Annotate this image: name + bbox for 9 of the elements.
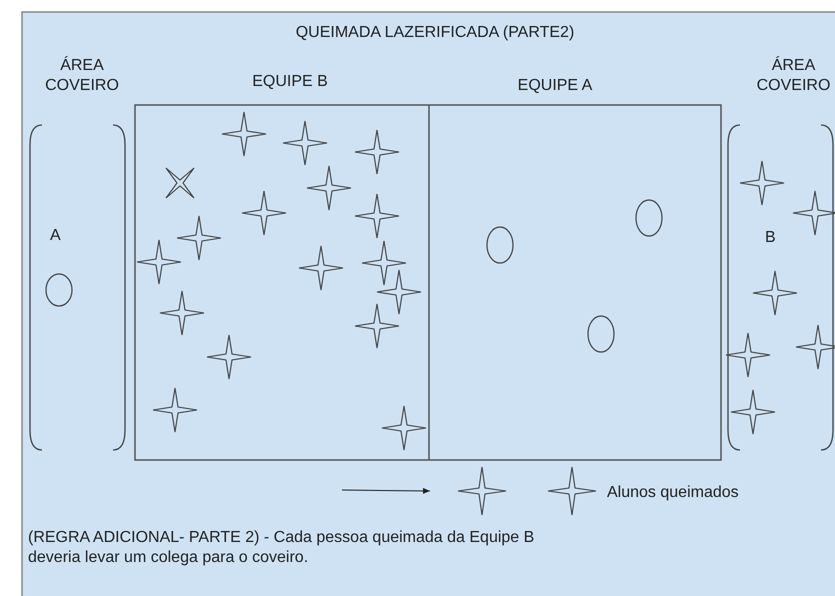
area-label: ÁREA COVEIRO <box>44 56 120 96</box>
diagram-title: QUEIMADA LAZERIFICADA (PARTE2) <box>294 23 576 43</box>
team-label: EQUIPE B <box>251 72 329 92</box>
area-label: ÁREA COVEIRO <box>756 56 832 96</box>
legend-label: Alunos queimados <box>607 483 739 503</box>
area-letter: A <box>50 226 61 246</box>
rule-note: (REGRA ADICIONAL- PARTE 2) - Cada pessoa queimada da Equipe B deveria levar um colega para o coveiro. <box>28 528 536 568</box>
area-letter: B <box>765 228 776 248</box>
team-label: EQUIPE A <box>516 76 594 96</box>
